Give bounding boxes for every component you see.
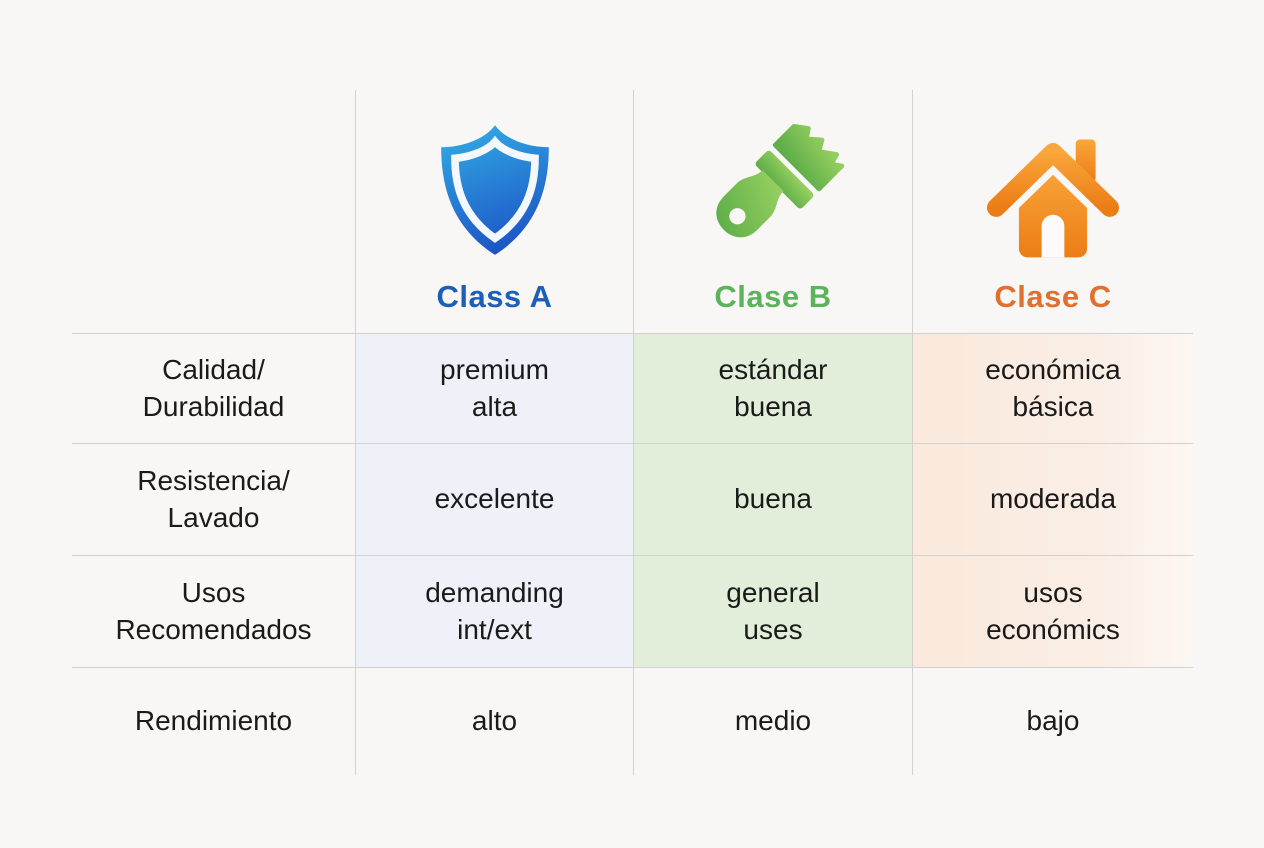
cell-usos-clase-c: usos económics [912,555,1193,667]
column-title-class-a: Class A [436,278,553,314]
paintbrush-icon [698,115,848,263]
row-label-usos-recomendados: Usos Recomendados [72,555,355,667]
header-empty-cell [72,90,355,333]
cell-calidad-clase-b: estándar buena [633,333,912,443]
cell-usos-clase-b: general uses [633,555,912,667]
cell-rendimiento-clase-c: bajo [912,667,1193,775]
house-icon [977,121,1129,263]
column-title-clase-b: Clase B [714,278,832,314]
row-label-rendimiento: Rendimiento [72,667,355,775]
column-title-clase-c: Clase C [994,278,1112,314]
header-class-a: Class A [355,90,633,333]
cell-usos-class-a: demanding int/ext [355,555,633,667]
cell-rendimiento-clase-b: medio [633,667,912,775]
cell-resistencia-clase-b: buena [633,443,912,555]
cell-calidad-class-a: premium alta [355,333,633,443]
header-clase-c: Clase C [912,90,1193,333]
cell-calidad-clase-c: económica básica [912,333,1193,443]
shield-icon [426,117,564,263]
cell-resistencia-clase-c: moderada [912,443,1193,555]
cell-rendimiento-class-a: alto [355,667,633,775]
cell-resistencia-class-a: excelente [355,443,633,555]
row-label-resistencia-lavado: Resistencia/ Lavado [72,443,355,555]
header-clase-b: Clase B [633,90,912,333]
comparison-table: Class A Clase [72,90,1193,775]
row-label-calidad-durabilidad: Calidad/ Durabilidad [72,333,355,443]
